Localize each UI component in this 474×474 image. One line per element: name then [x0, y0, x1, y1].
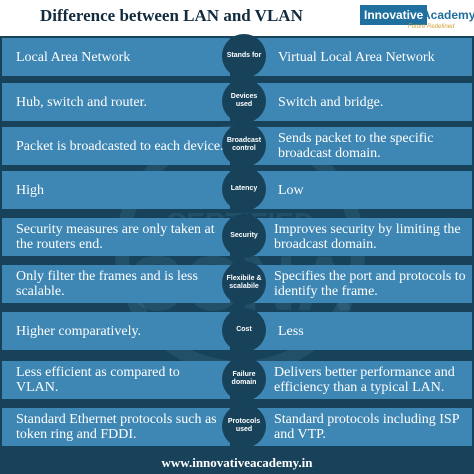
vlan-cell: Less: [244, 312, 472, 350]
lan-cell: Higher comparatively.: [2, 312, 230, 350]
lan-cell: Local Area Network: [2, 38, 230, 76]
criterion-badge: Cost: [222, 308, 266, 352]
footer-website: www.innovativeacademy.in: [161, 455, 313, 470]
vlan-cell: Improves security by limiting the broadc…: [244, 218, 472, 256]
comparison-row-cost: Higher comparatively. Less Cost: [0, 308, 474, 352]
vlan-cell: Sends packet to the specific broadcast d…: [244, 127, 472, 165]
comparison-row-flexible-scalable: Only filter the frames and is less scala…: [0, 261, 474, 305]
vlan-cell: Switch and bridge.: [244, 83, 472, 121]
lan-cell: Hub, switch and router.: [2, 83, 230, 121]
criterion-badge: Security: [222, 214, 266, 258]
vlan-cell: Delivers better performance and efficien…: [244, 361, 472, 399]
lan-cell: Only filter the frames and is less scala…: [2, 265, 230, 303]
logo-word-academy: Academy: [422, 8, 474, 22]
comparison-row-protocols-used: Standard Ethernet protocols such as toke…: [0, 404, 474, 448]
criterion-badge: Protocols used: [222, 404, 266, 448]
vlan-cell: Virtual Local Area Network: [244, 38, 472, 76]
header-bar: Difference between LAN and VLAN Innovati…: [0, 0, 474, 36]
vlan-cell: Standard protocols including ISP and VTP…: [244, 408, 472, 446]
criterion-badge: Flexibile & scalabile: [222, 261, 266, 305]
logo-word-innovative: Innovative: [360, 5, 428, 25]
criterion-badge: Stands for: [222, 34, 266, 78]
comparison-row-devices-used: Hub, switch and router. Switch and bridg…: [0, 79, 474, 123]
page-title: Difference between LAN and VLAN: [40, 6, 303, 25]
comparison-row-security: Security measures are only taken at the …: [0, 214, 474, 258]
comparison-row-stands-for: Local Area Network Virtual Local Area Ne…: [0, 34, 474, 78]
criterion-badge: Latency: [222, 167, 266, 211]
comparison-row-broadcast-control: Packet is broadcasted to each device. Se…: [0, 123, 474, 167]
criterion-badge: Devices used: [222, 79, 266, 123]
logo-tagline: Future Redefined: [408, 24, 455, 30]
comparison-row-failure-domain: Less efficient as compared to VLAN. Deli…: [0, 357, 474, 401]
criterion-badge: Broadcast control: [222, 123, 266, 167]
vlan-cell: Specifies the port and protocols to iden…: [244, 265, 472, 303]
lan-cell: Less efficient as compared to VLAN.: [2, 361, 230, 399]
brand-logo: Innovative Academy Future Redefined: [360, 4, 474, 32]
lan-cell: Security measures are only taken at the …: [2, 218, 230, 256]
comparison-row-latency: High Low Latency: [0, 167, 474, 211]
criterion-badge: Failure domain: [222, 357, 266, 401]
lan-cell: High: [2, 171, 230, 209]
lan-cell: Packet is broadcasted to each device.: [2, 127, 230, 165]
lan-cell: Standard Ethernet protocols such as toke…: [2, 408, 230, 446]
vlan-cell: Low: [244, 171, 472, 209]
